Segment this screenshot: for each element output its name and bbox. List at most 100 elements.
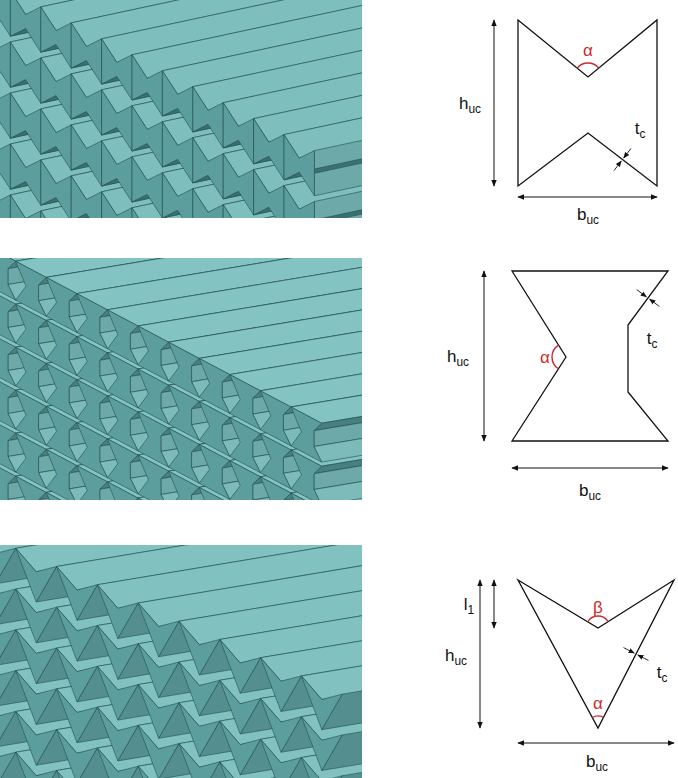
prism-face	[0, 0, 10, 36]
prism-face	[162, 122, 192, 183]
prism-face	[301, 606, 362, 700]
prism-face	[314, 61, 362, 196]
symbol-letter: b	[586, 752, 595, 771]
symbol-letter: h	[447, 347, 456, 366]
prism-face	[230, 375, 261, 430]
unit-cell-outline	[518, 580, 674, 728]
prism-face	[314, 353, 362, 430]
dimension-label: tc	[635, 120, 646, 137]
prism-face	[284, 135, 314, 196]
prism-face	[254, 170, 284, 218]
dimension-arrow	[512, 468, 668, 469]
prism-face	[284, 186, 314, 218]
symbol-letter: t	[647, 329, 652, 348]
dimension-label: tc	[657, 664, 668, 681]
prism-face	[261, 658, 302, 712]
symbol-subscript: c	[639, 127, 645, 141]
prism-face	[301, 676, 342, 730]
prism-face	[220, 639, 261, 693]
prism-face	[0, 77, 10, 138]
symbol-letter: t	[635, 119, 640, 138]
prism-face	[102, 141, 132, 202]
prism-face	[199, 358, 230, 413]
angle-arc	[552, 345, 559, 369]
prism-face	[0, 258, 16, 300]
prism-face	[41, 160, 71, 218]
thickness-arrow	[614, 161, 621, 171]
angle-label: β	[593, 599, 603, 616]
symbol-letter: l	[464, 595, 468, 614]
prism-face	[260, 321, 362, 407]
prism-face	[291, 337, 362, 423]
dimension-label: l1	[464, 596, 474, 613]
dimension-arrow	[518, 743, 674, 744]
symbol-letter: t	[657, 663, 662, 682]
prism-face	[77, 294, 108, 349]
dimension-label: huc	[459, 95, 481, 112]
symbol-letter: β	[593, 598, 603, 617]
thickness-arrow	[624, 648, 635, 653]
symbol-subscript: uc	[454, 654, 467, 668]
prism-face	[132, 55, 162, 116]
prism-face	[102, 192, 132, 218]
symbol-subscript: uc	[595, 760, 608, 774]
prism-face	[10, 93, 40, 154]
prism-face	[314, 377, 362, 463]
prism-face	[314, 361, 362, 447]
prism-face	[41, 58, 71, 119]
dimension-arrow	[518, 197, 657, 198]
angle-label: α	[583, 42, 593, 59]
symbol-letter: h	[459, 94, 468, 113]
prism-face	[10, 0, 40, 52]
dimension-arrow	[484, 271, 485, 441]
dimension-arrow	[494, 20, 495, 186]
symbol-letter: b	[577, 205, 586, 224]
prism-face	[10, 144, 40, 205]
prism-face	[291, 407, 322, 462]
prism-face	[138, 603, 179, 657]
symbol-letter: h	[445, 646, 454, 665]
angle-arc	[588, 616, 608, 622]
dimension-label: buc	[577, 206, 599, 223]
prism-face	[284, 45, 362, 159]
dimension-label: huc	[445, 647, 467, 664]
dimension-label: huc	[447, 348, 469, 365]
prism-face	[107, 310, 138, 365]
symbol-subscript: c	[651, 337, 657, 351]
prism-face	[223, 154, 253, 215]
prism-face	[97, 585, 138, 639]
prism-face	[41, 109, 71, 170]
prism-face	[223, 103, 253, 164]
core-render	[0, 258, 362, 500]
prism-face	[254, 119, 284, 180]
prism-face	[193, 138, 223, 199]
thickness-arrow	[637, 290, 647, 297]
prism-face	[162, 71, 192, 132]
prism-face	[193, 87, 223, 148]
angle-label: α	[593, 695, 603, 712]
symbol-letter: α	[540, 348, 550, 367]
prism-face	[132, 157, 162, 218]
unit-cell-outline	[512, 271, 668, 441]
prism-face	[162, 173, 192, 218]
angle-arc	[577, 63, 599, 68]
prism-face	[0, 26, 10, 87]
dimension-arrow	[480, 580, 481, 728]
angle-label: α	[540, 349, 550, 366]
prism-face	[71, 74, 101, 135]
symbol-letter: b	[579, 481, 588, 500]
prism-face	[261, 588, 362, 682]
thickness-arrow	[624, 148, 631, 158]
core-render	[0, 545, 362, 778]
core-render	[0, 0, 362, 218]
prism-face	[71, 125, 101, 186]
prism-face	[0, 545, 16, 584]
unit-cell-outline	[518, 20, 657, 186]
prism-face	[57, 566, 98, 620]
prism-face	[132, 106, 162, 167]
dimension-label: tc	[647, 330, 658, 347]
prism-face	[71, 176, 101, 218]
